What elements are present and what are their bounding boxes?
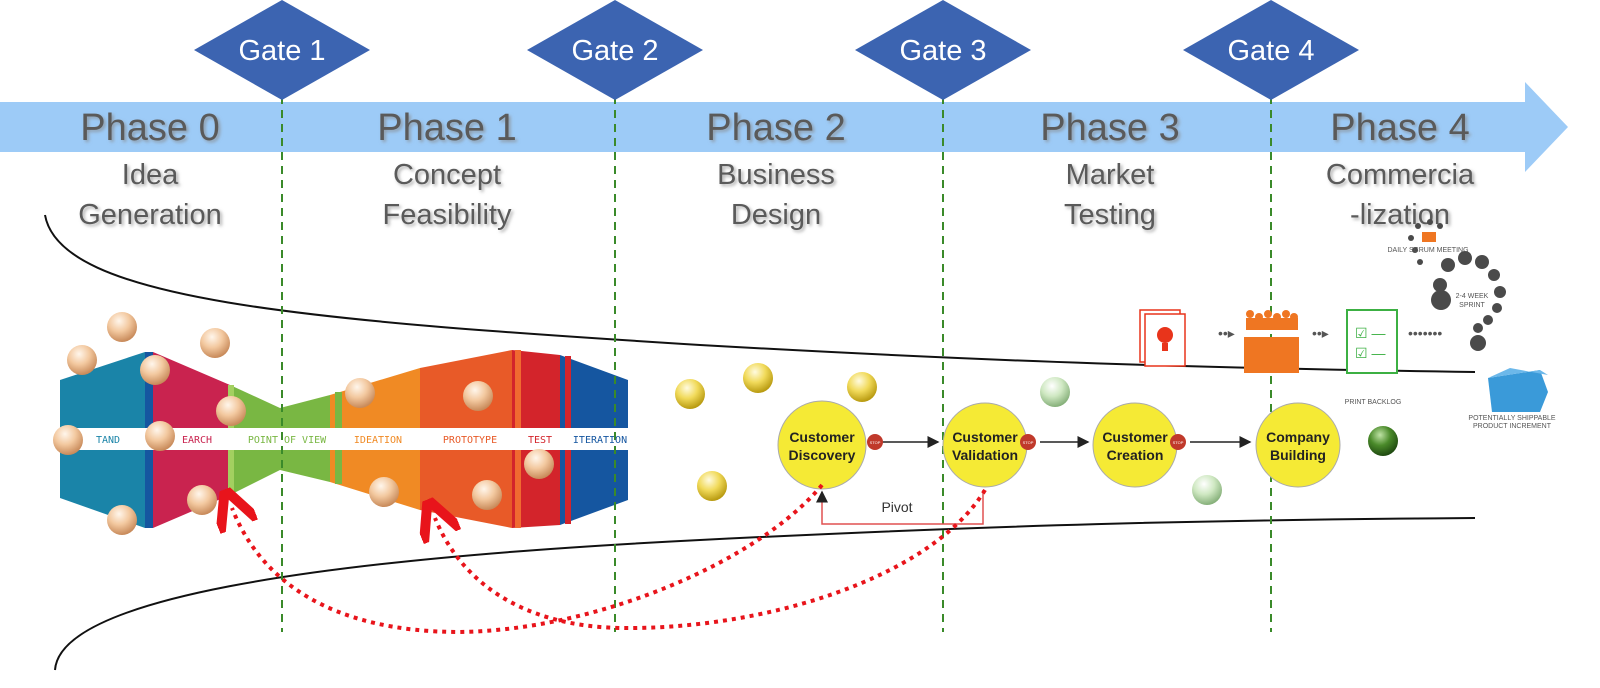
- stage-understand: TAND: [96, 435, 120, 446]
- phase-0: Phase 0 Idea Generation: [78, 107, 222, 231]
- svg-text:-lization: -lization: [1350, 199, 1450, 231]
- svg-text:Phase 4: Phase 4: [1330, 107, 1469, 149]
- shippable-box-icon: [1488, 368, 1548, 412]
- svg-text:Phase 0: Phase 0: [80, 107, 219, 149]
- svg-text:Gate 2: Gate 2: [571, 35, 658, 67]
- svg-text:PRODUCT INCREMENT: PRODUCT INCREMENT: [1473, 423, 1552, 430]
- timeline-arrow: [0, 82, 1568, 172]
- svg-text:STOP: STOP: [1173, 440, 1184, 445]
- stage-point-of-view: POINT OF VIEW: [248, 435, 327, 446]
- svg-text:PRINT BACKLOG: PRINT BACKLOG: [1345, 399, 1402, 406]
- svg-text:Feasibility: Feasibility: [383, 199, 512, 231]
- svg-text:Business: Business: [717, 159, 835, 191]
- svg-text:Market: Market: [1066, 159, 1155, 191]
- sprint-cycle-icon: [1408, 219, 1506, 351]
- stage-ideation: IDEATION: [354, 435, 402, 446]
- team-planning-icon: [1244, 310, 1299, 373]
- design-thinking-stage-labels: TAND EARCH POINT OF VIEW IDEATION PROTOT…: [96, 435, 627, 446]
- gate-4: Gate 4: [1183, 0, 1359, 100]
- stage-test: TEST: [528, 435, 552, 446]
- svg-text:Gate 3: Gate 3: [899, 35, 986, 67]
- svg-text:STOP: STOP: [1023, 440, 1034, 445]
- svg-text:SPRINT: SPRINT: [1459, 302, 1485, 309]
- gate-1: Gate 1: [194, 0, 370, 100]
- dots-icon: •••••••: [1408, 325, 1442, 341]
- svg-text:Building: Building: [1270, 447, 1326, 463]
- phase-3: Phase 3 Market Testing: [1040, 107, 1179, 231]
- pivot-label: Pivot: [881, 499, 912, 515]
- scrum-process: ••▸ ••▸ ☑ — ☑ — ••••••• DAILY SCRUM MEETI…: [1139, 219, 1556, 430]
- stop-sign-icon: STOP: [867, 434, 883, 450]
- stage-iteration: ITERATION: [573, 435, 627, 446]
- idea-document-icon: [1139, 309, 1186, 367]
- svg-text:Concept: Concept: [393, 159, 501, 191]
- dots-icon: ••▸: [1312, 325, 1329, 341]
- phase-4: Phase 4 Commercia -lization: [1326, 107, 1475, 231]
- daily-scrum-icon: [1422, 232, 1436, 242]
- stop-sign-icon: STOP: [1170, 434, 1186, 450]
- svg-text:Customer: Customer: [1102, 429, 1168, 445]
- dots-icon: ••▸: [1218, 325, 1235, 341]
- checklist-icon: ☑ — ☑ —: [1346, 309, 1398, 374]
- gate-lines: [281, 82, 1272, 632]
- stage-research: EARCH: [182, 435, 212, 446]
- svg-text:☑ —: ☑ —: [1355, 325, 1385, 341]
- svg-text:Customer: Customer: [952, 429, 1018, 445]
- svg-text:Phase 3: Phase 3: [1040, 107, 1179, 149]
- svg-text:Gate 4: Gate 4: [1227, 35, 1314, 67]
- svg-text:Customer: Customer: [789, 429, 855, 445]
- svg-text:Commercia: Commercia: [1326, 159, 1475, 191]
- svg-text:Gate 1: Gate 1: [238, 35, 325, 67]
- svg-text:2-4 WEEK: 2-4 WEEK: [1456, 293, 1489, 300]
- svg-text:Phase 2: Phase 2: [706, 107, 845, 149]
- funnel-top-curve: [44, 214, 1476, 373]
- svg-text:Design: Design: [731, 199, 821, 231]
- gate-3: Gate 3: [855, 0, 1031, 100]
- svg-text:Creation: Creation: [1107, 447, 1164, 463]
- svg-text:STOP: STOP: [870, 440, 881, 445]
- feedback-loop-arrow: [435, 488, 987, 631]
- idea-balls: [53, 312, 1398, 535]
- svg-text:Generation: Generation: [78, 199, 222, 231]
- stage-prototype: PROTOTYPE: [443, 435, 497, 446]
- svg-text:Testing: Testing: [1064, 199, 1156, 231]
- svg-text:POTENTIALLY SHIPPABLE: POTENTIALLY SHIPPABLE: [1468, 415, 1555, 422]
- svg-text:Phase 1: Phase 1: [377, 107, 516, 149]
- svg-text:Company: Company: [1266, 429, 1330, 445]
- feedback-loop-arrow: [232, 485, 824, 635]
- svg-text:☑ —: ☑ —: [1355, 345, 1385, 361]
- svg-text:Discovery: Discovery: [789, 447, 856, 463]
- svg-text:Idea: Idea: [122, 159, 179, 191]
- funnel-bottom-curve: [54, 517, 1476, 671]
- gate-2: Gate 2: [527, 0, 703, 100]
- phase-2: Phase 2 Business Design: [706, 107, 845, 231]
- svg-text:DAILY SCRUM MEETING: DAILY SCRUM MEETING: [1387, 247, 1468, 254]
- phase-1: Phase 1 Concept Feasibility: [377, 107, 516, 231]
- svg-text:Validation: Validation: [952, 447, 1018, 463]
- stop-sign-icon: STOP: [1020, 434, 1036, 450]
